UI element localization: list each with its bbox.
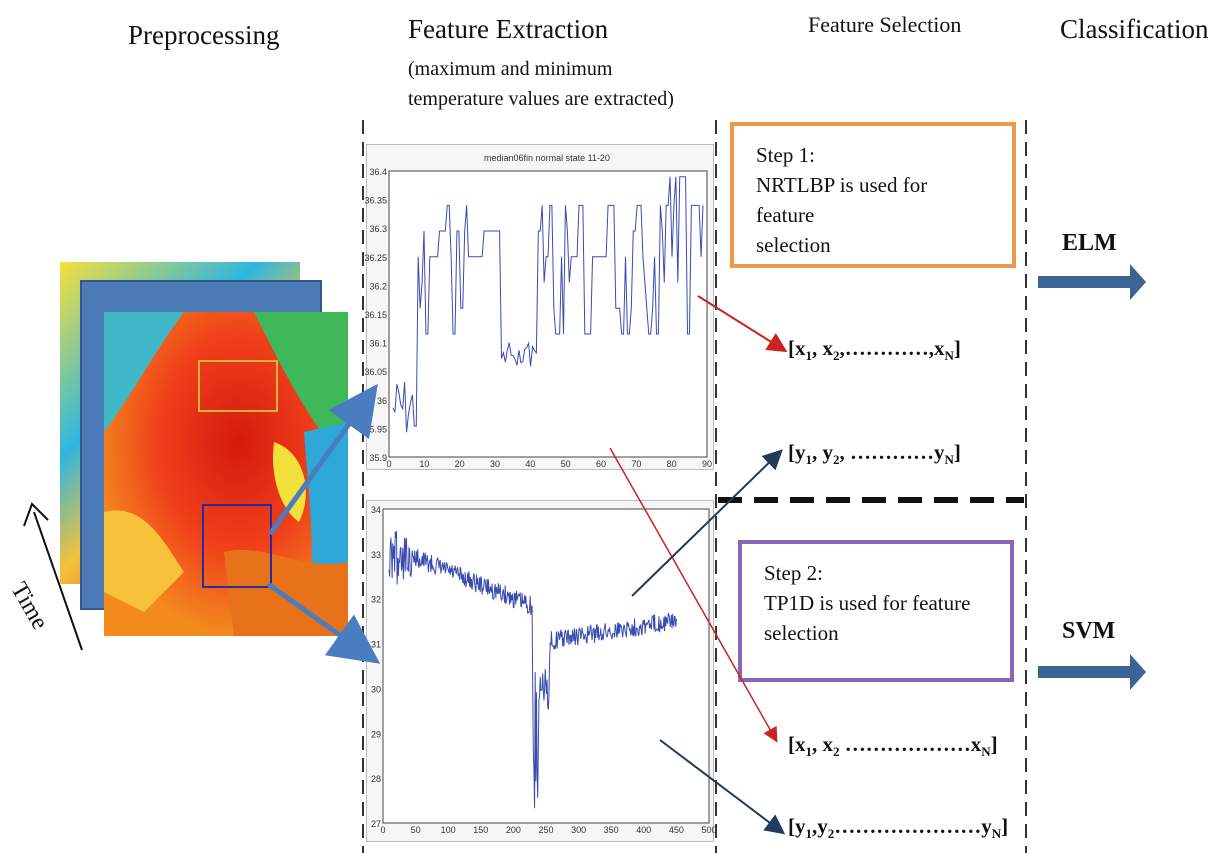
min-temp-x-tick: 500 xyxy=(701,825,716,835)
max-temp-y-tick: 35.9 xyxy=(369,453,387,463)
feature-vector-y-step2: [y1,y2…………………yN] xyxy=(788,814,1009,842)
max-temp-x-tick: 30 xyxy=(490,459,500,469)
max-plot-to-x-vector-arrow xyxy=(697,295,788,353)
max-temp-y-tick: 36.25 xyxy=(364,253,387,263)
feature-selection-heading: Feature Selection xyxy=(808,12,962,37)
classifier-elm-label: ELM xyxy=(1062,230,1117,256)
min-temp-x-tick: 100 xyxy=(441,825,456,835)
max-temp-plot-area xyxy=(388,170,708,458)
max-temp-y-tick: 36.4 xyxy=(369,167,387,177)
step2-box: Step 2: TP1D is used for feature selecti… xyxy=(738,540,1014,682)
min-temp-y-tick: 32 xyxy=(371,595,381,605)
max-temp-plot-canvas: median06fin normal state 11-20 36.436.35… xyxy=(364,153,712,469)
time-arrow-icon xyxy=(23,502,83,651)
elm-arrow-icon xyxy=(1038,264,1146,300)
roi-to-min-plot-arrow xyxy=(266,581,381,664)
svm-arrow-icon xyxy=(1038,654,1146,690)
max-plot-to-x-vector-step2-arrow xyxy=(609,447,778,743)
roi-box-max xyxy=(198,360,278,412)
min-plot-to-y-vector-step2-arrow xyxy=(659,739,786,835)
step1-line1: NRTLBP is used for feature xyxy=(756,173,928,227)
classification-heading: Classification xyxy=(1060,14,1208,44)
min-temp-y-tick: 28 xyxy=(371,774,381,784)
classifier-svm-label: SVM xyxy=(1062,618,1116,644)
max-temp-x-tick: 80 xyxy=(667,459,677,469)
max-temp-y-tick: 36.35 xyxy=(364,196,387,206)
feature-vector-x-step1: [x1, x2,…………,xN] xyxy=(788,336,961,364)
max-temp-y-tick: 36.05 xyxy=(364,367,387,377)
max-temp-x-tick: 10 xyxy=(419,459,429,469)
min-temp-series-line xyxy=(388,531,677,809)
max-temp-x-tick: 50 xyxy=(561,459,571,469)
thermal-image-front xyxy=(104,312,348,636)
max-temp-series-line xyxy=(392,176,704,433)
step2-title: Step 2: xyxy=(764,561,823,585)
max-temp-y-tick: 36 xyxy=(377,396,387,406)
preprocessing-heading: Preprocessing xyxy=(128,20,280,50)
max-temp-x-ticks: 0 10 20 30 40 50 60 70 80 90 xyxy=(386,459,712,469)
step1-box: Step 1: NRTLBP is used for feature selec… xyxy=(730,122,1016,268)
feature-extraction-note-line1: (maximum and minimum xyxy=(408,58,613,80)
min-temp-x-tick: 250 xyxy=(538,825,553,835)
roi-to-max-plot-arrow xyxy=(267,383,378,536)
step2-line2: selection xyxy=(764,621,839,645)
min-temp-y-tick: 29 xyxy=(371,729,381,739)
min-plot-to-y-vector-arrow xyxy=(631,449,783,597)
feature-extraction-note-line2: temperature values are extracted) xyxy=(408,88,674,110)
max-temp-y-tick: 36.2 xyxy=(369,281,387,291)
min-temp-x-tick: 200 xyxy=(506,825,521,835)
feature-extraction-heading: Feature Extraction xyxy=(408,14,609,44)
max-temp-y-tick: 36.1 xyxy=(369,339,387,349)
max-temp-y-tick: 36.15 xyxy=(364,310,387,320)
max-temp-x-tick: 20 xyxy=(455,459,465,469)
feature-vector-y-step1: [y1, y2, …………yN] xyxy=(788,440,961,468)
min-temp-x-tick: 400 xyxy=(636,825,651,835)
min-temp-plot-area xyxy=(382,508,710,824)
min-temp-x-tick: 0 xyxy=(380,825,385,835)
step2-line1: TP1D is used for feature xyxy=(764,591,971,615)
min-temp-y-tick: 33 xyxy=(371,550,381,560)
min-temp-x-tick: 150 xyxy=(473,825,488,835)
min-temp-x-tick: 50 xyxy=(411,825,421,835)
min-temp-x-tick: 450 xyxy=(669,825,684,835)
step1-title: Step 1: xyxy=(756,143,815,167)
max-temp-y-tick: 36.3 xyxy=(369,224,387,234)
min-temp-x-tick: 300 xyxy=(571,825,586,835)
max-temp-plot-title: median06fin normal state 11-20 xyxy=(484,153,610,163)
roi-box-min xyxy=(202,504,272,588)
min-temp-y-tick: 34 xyxy=(371,505,381,515)
feature-vector-x-step2: [x1, x2 ………………xN] xyxy=(788,732,998,760)
max-temp-x-tick: 0 xyxy=(386,459,391,469)
max-temp-x-tick: 60 xyxy=(596,459,606,469)
max-temp-x-tick: 70 xyxy=(631,459,641,469)
min-temp-x-ticks: 0 50 100 150 200 250 300 350 400 450 500 xyxy=(380,825,716,835)
max-temp-y-ticks: 36.4 36.35 36.3 36.25 36.2 36.15 36.1 36.05 36 35… xyxy=(364,167,387,463)
min-temp-y-tick: 27 xyxy=(371,819,381,829)
max-temp-x-tick: 40 xyxy=(525,459,535,469)
min-temp-x-tick: 350 xyxy=(604,825,619,835)
step1-line2: selection xyxy=(756,233,831,257)
max-temp-x-tick: 90 xyxy=(702,459,712,469)
min-temp-y-tick: 30 xyxy=(371,684,381,694)
